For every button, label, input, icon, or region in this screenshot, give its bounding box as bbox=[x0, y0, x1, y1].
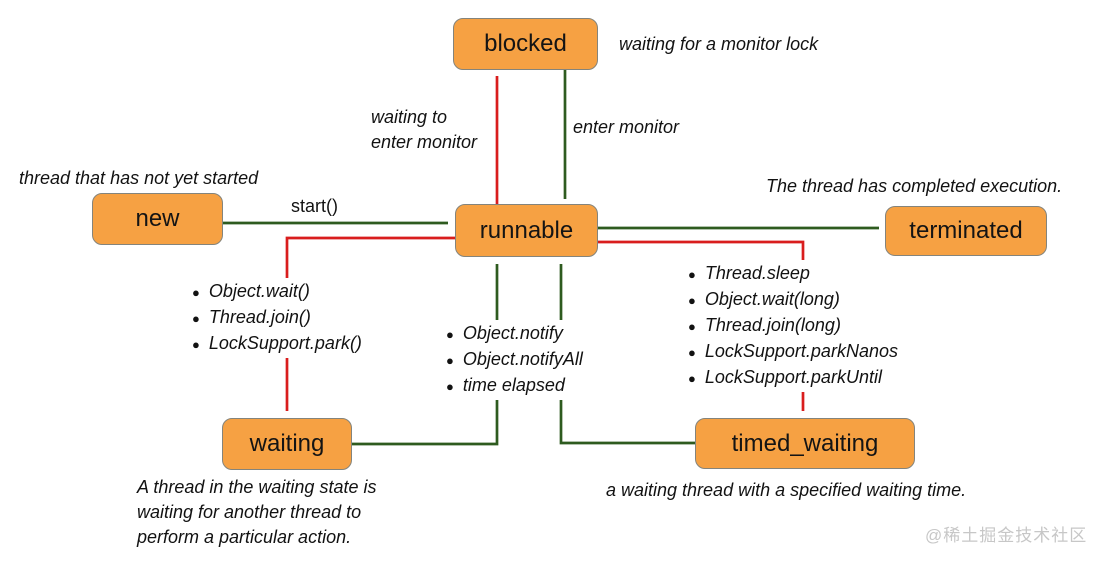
state-box-timed-waiting: timed_waiting bbox=[695, 418, 915, 469]
bullet-icon bbox=[446, 321, 454, 347]
note-completed-execution: The thread has completed execution. bbox=[766, 176, 1063, 196]
list-item: Object.notify bbox=[446, 321, 583, 347]
state-box-terminated: terminated bbox=[885, 206, 1047, 256]
state-box-blocked: blocked bbox=[453, 18, 598, 70]
list-item-label: Object.notifyAll bbox=[462, 349, 583, 369]
list-item-label: Thread.sleep bbox=[704, 263, 810, 283]
list-item-label: LockSupport.parkUntil bbox=[704, 367, 882, 387]
list-item-label: Object.wait() bbox=[208, 281, 310, 301]
list-item: Thread.sleep bbox=[688, 261, 898, 287]
bullet-icon bbox=[192, 331, 200, 357]
bullet-icon bbox=[192, 279, 200, 305]
label-start-call: start() bbox=[291, 196, 338, 216]
list-item-label: time elapsed bbox=[462, 375, 565, 395]
note-enter-monitor: enter monitor bbox=[573, 117, 680, 137]
note-monitor-lock: waiting for a monitor lock bbox=[619, 34, 819, 54]
note-timed-waiting-caption: a waiting thread with a specified waitin… bbox=[606, 480, 967, 500]
list-item: LockSupport.park() bbox=[192, 331, 362, 357]
list-item: Object.notifyAll bbox=[446, 347, 583, 373]
list-item: Thread.join() bbox=[192, 305, 362, 331]
transition-list-to-timed-waiting: Thread.sleep Object.wait(long) Thread.jo… bbox=[688, 260, 906, 392]
bullet-icon bbox=[192, 305, 200, 331]
list-item: time elapsed bbox=[446, 373, 583, 399]
state-box-runnable: runnable bbox=[455, 204, 598, 257]
note-not-started: thread that has not yet started bbox=[19, 168, 259, 188]
state-box-waiting: waiting bbox=[222, 418, 352, 470]
list-item-label: Object.wait(long) bbox=[704, 289, 840, 309]
list-item: LockSupport.parkNanos bbox=[688, 339, 898, 365]
list-item-label: Object.notify bbox=[462, 323, 563, 343]
bullet-icon bbox=[688, 339, 696, 365]
list-item-label: LockSupport.park() bbox=[208, 333, 362, 353]
bullet-icon bbox=[688, 365, 696, 391]
bullet-icon bbox=[688, 313, 696, 339]
note-waiting-caption: A thread in the waiting state is waiting… bbox=[137, 477, 377, 547]
list-item-label: Thread.join(long) bbox=[704, 315, 841, 335]
transition-list-to-runnable: Object.notify Object.notifyAll time elap… bbox=[446, 320, 591, 400]
list-item: Object.wait(long) bbox=[688, 287, 898, 313]
watermark: @稀土掘金技术社区 bbox=[925, 526, 1088, 545]
list-item: Thread.join(long) bbox=[688, 313, 898, 339]
bullet-icon bbox=[688, 261, 696, 287]
list-item-label: Thread.join() bbox=[208, 307, 311, 327]
bullet-icon bbox=[688, 287, 696, 313]
transition-list-to-waiting: Object.wait() Thread.join() LockSupport.… bbox=[192, 278, 370, 358]
state-box-new: new bbox=[92, 193, 223, 245]
bullet-icon bbox=[446, 373, 454, 399]
bullet-icon bbox=[446, 347, 454, 373]
list-item: Object.wait() bbox=[192, 279, 362, 305]
note-waiting-to-enter-monitor: waiting to enter monitor bbox=[371, 107, 478, 152]
list-item: LockSupport.parkUntil bbox=[688, 365, 898, 391]
list-item-label: LockSupport.parkNanos bbox=[704, 341, 898, 361]
